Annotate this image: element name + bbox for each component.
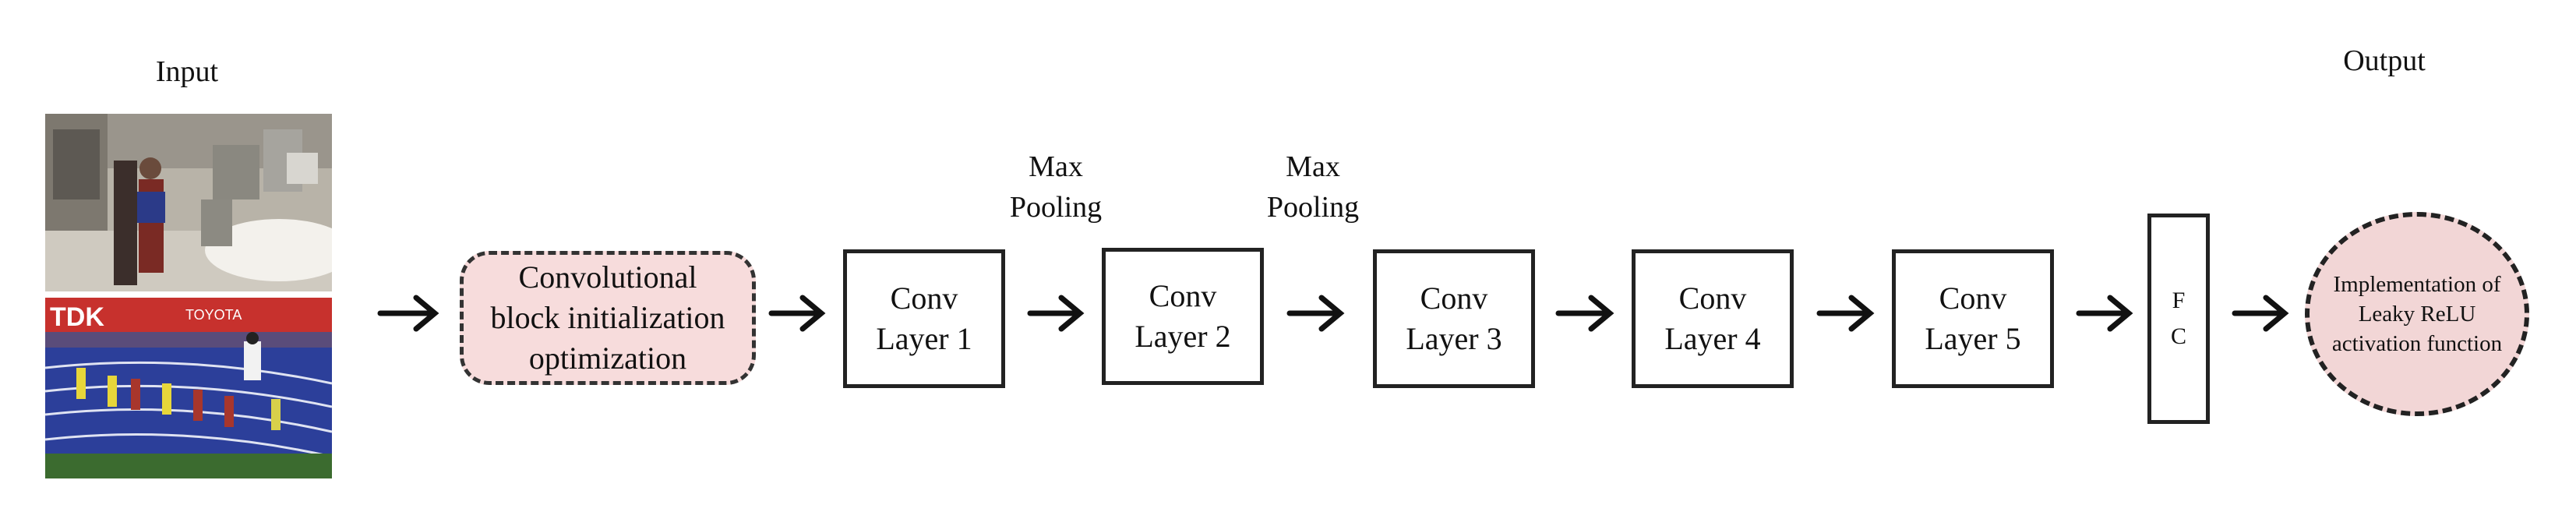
arrow-init-to-conv1 (768, 295, 826, 332)
init-block-text: Convolutional block initialization optim… (490, 260, 725, 376)
banner-toyota: TOYOTA (185, 307, 242, 323)
banner-tdk: TDK (50, 302, 104, 332)
output-leaky-relu: Implementation of Leaky ReLU activation … (2305, 212, 2529, 416)
arrow-conv2-to-conv3 (1286, 295, 1345, 332)
pooling-label-1: Max Pooling (1009, 150, 1103, 224)
arrow-conv5-to-fc (2076, 295, 2133, 332)
input-image-indoor (45, 114, 332, 291)
arrow-input-to-init (377, 295, 439, 332)
input-label: Input (155, 55, 219, 88)
arrow-fc-to-output (2232, 295, 2289, 332)
arrow-conv1-to-conv2 (1027, 295, 1085, 332)
output-label: Output (2343, 44, 2426, 77)
pooling-label-2: Max Pooling (1266, 150, 1360, 224)
arrow-conv4-to-conv5 (1816, 295, 1875, 332)
conv-block-init-optimization: Convolutional block initialization optim… (460, 251, 756, 385)
input-image-track: TDK TOYOTA (45, 298, 332, 478)
arrow-conv3-to-conv4 (1555, 295, 1614, 332)
